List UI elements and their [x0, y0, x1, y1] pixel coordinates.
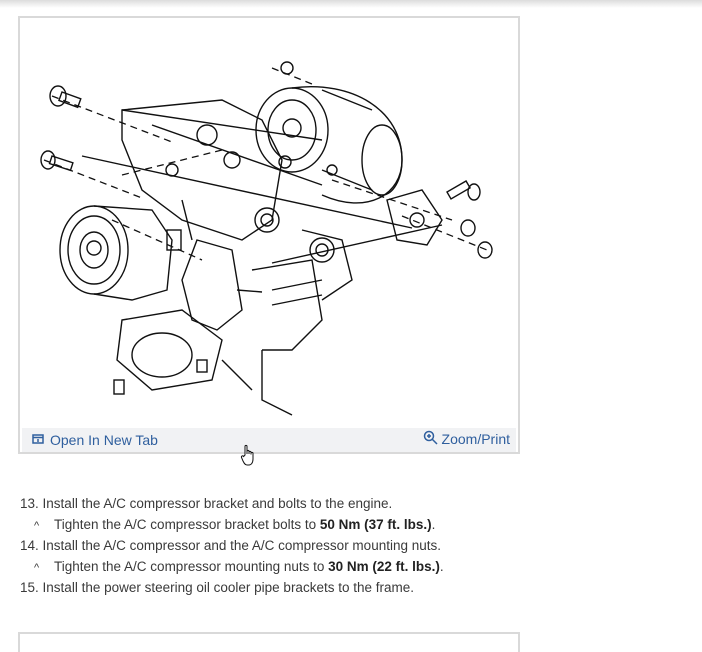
torque-text: Tighten the A/C compressor mounting nuts…: [54, 558, 329, 574]
torque-suffix: .: [431, 516, 436, 532]
step-15: 15. Install the power steering oil coole…: [20, 578, 680, 599]
torque-value: 30 Nm (22 ft. lbs.): [328, 558, 440, 574]
step-13-torque: ^ Tighten the A/C compressor bracket bolt…: [20, 515, 680, 537]
torque-text: Tighten the A/C compressor bracket bolts…: [54, 516, 320, 532]
step-14-torque: ^ Tighten the A/C compressor mounting nut…: [20, 557, 680, 579]
figure-toolbar: Open In New Tab Zoom/Print: [22, 428, 516, 452]
hand-cursor-icon: [240, 444, 258, 468]
figure-card: Open In New Tab Zoom/Print: [18, 16, 520, 454]
step-13: 13. Install the A/C compressor bracket a…: [20, 494, 680, 515]
open-in-new-tab-label: Open In New Tab: [50, 432, 158, 448]
open-in-new-tab-link[interactable]: Open In New Tab: [32, 432, 158, 448]
step-text: Install the power steering oil cooler pi…: [42, 580, 414, 595]
step-number: 13.: [20, 496, 39, 511]
torque-value: 50 Nm (37 ft. lbs.): [319, 516, 432, 532]
caret-bullet: ^: [34, 561, 40, 574]
compressor-diagram-image[interactable]: [22, 20, 516, 426]
step-text: Install the A/C compressor and the A/C c…: [42, 538, 441, 553]
step-number: 14.: [20, 538, 39, 553]
step-14: 14. Install the A/C compressor and the A…: [20, 536, 680, 557]
step-text: Install the A/C compressor bracket and b…: [42, 496, 393, 511]
zoom-print-link[interactable]: Zoom/Print: [423, 430, 510, 448]
open-new-tab-icon: [32, 432, 44, 448]
zoom-print-label: Zoom/Print: [441, 431, 510, 447]
next-figure-card: [18, 632, 520, 652]
torque-suffix: .: [439, 558, 444, 574]
top-shadow: [0, 0, 702, 8]
caret-bullet: ^: [34, 519, 40, 532]
step-number: 15.: [20, 580, 39, 595]
instruction-steps: 13. Install the A/C compressor bracket a…: [20, 494, 680, 599]
zoom-icon: [423, 430, 438, 448]
